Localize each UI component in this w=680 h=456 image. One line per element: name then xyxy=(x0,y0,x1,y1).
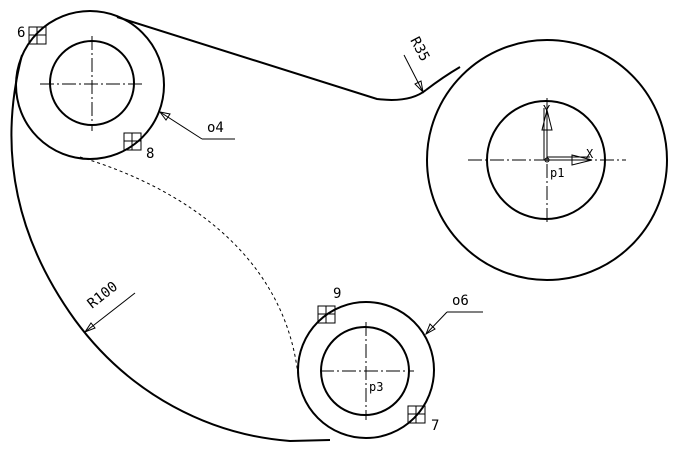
leader-o4 xyxy=(158,111,235,140)
node-marker-8 xyxy=(123,132,142,151)
point-label-p3: p3 xyxy=(369,380,383,394)
node-label-7: 7 xyxy=(431,418,439,434)
boss-top-left-outer xyxy=(15,10,165,160)
axis-label-y: Y xyxy=(543,103,551,117)
leader-label-o6: o6 xyxy=(452,293,469,309)
coordinate-axes xyxy=(541,108,593,166)
node-label-6: 6 xyxy=(17,25,25,41)
leader-r35 xyxy=(403,54,424,94)
node-label-9: 9 xyxy=(333,286,341,302)
construction-arc-dashed xyxy=(79,156,299,376)
radius-label-r35: R35 xyxy=(406,34,432,64)
node-marker-6 xyxy=(28,26,47,45)
leader-o6 xyxy=(425,311,483,336)
r100-outer-arc xyxy=(10,54,331,443)
node-marker-9 xyxy=(317,305,336,324)
point-label-p1: p1 xyxy=(550,166,564,180)
boss-right-outer xyxy=(426,39,668,281)
axis-label-x: X xyxy=(586,147,594,161)
leader-r100 xyxy=(83,292,136,334)
node-marker-7 xyxy=(407,405,426,424)
node-label-8: 8 xyxy=(146,146,154,162)
leader-label-o4: o4 xyxy=(207,120,224,136)
r35-blend-arc xyxy=(425,66,461,91)
radius-label-r100: R100 xyxy=(85,279,121,312)
outer-profile-top-edge xyxy=(116,16,427,101)
boss-bottom-outer xyxy=(297,301,435,439)
